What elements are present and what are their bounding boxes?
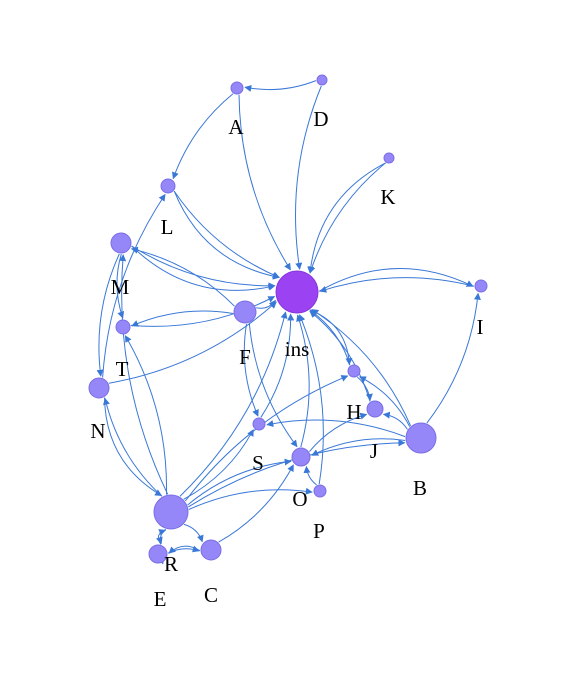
- edge-ins-to-I: [318, 267, 474, 292]
- node-label-s: S: [252, 451, 264, 475]
- node-j: [347, 364, 361, 378]
- edge-K-to-ins: [308, 162, 386, 274]
- edge-layer: [96, 80, 481, 565]
- node-c: [200, 539, 222, 561]
- node-r: [148, 544, 168, 564]
- node-d: [316, 74, 328, 86]
- node-label-k: K: [380, 185, 395, 209]
- edge-S-to-ins: [260, 313, 295, 418]
- edge-O-to-ins: [296, 314, 310, 448]
- edge-Q-to-C: [183, 523, 204, 543]
- edge-Q-to-O: [187, 458, 292, 506]
- edge-B-to-H: [382, 411, 408, 430]
- edge-R-to-Q: [157, 529, 167, 545]
- edge-Q-to-S: [183, 429, 254, 500]
- node-b: [405, 422, 437, 454]
- edge-P-to-O: [303, 465, 317, 486]
- edge-J-to-ins: [309, 310, 351, 366]
- edge-M-to-N: [96, 253, 120, 377]
- edge-Q-to-N: [103, 397, 163, 497]
- edge-L-to-ins: [173, 190, 280, 279]
- node-m: [110, 232, 132, 254]
- edge-H-to-ins: [309, 310, 371, 402]
- label-layer: ins A D K L M I T F N HJ S B OP R C E: [90, 107, 483, 611]
- node-label-n: N: [90, 419, 105, 443]
- edge-ins-to-J: [309, 309, 353, 366]
- edge-B-to-O: [311, 438, 406, 456]
- edge-F-to-O: [248, 323, 298, 448]
- node-t: [115, 319, 131, 335]
- node-label-r: R: [164, 552, 178, 576]
- node-label-c: C: [204, 583, 218, 607]
- edge-P-to-ins: [298, 314, 324, 485]
- node-label-h: H: [346, 400, 361, 424]
- node-h: [366, 400, 384, 418]
- edge-D-to-A: [244, 80, 317, 92]
- edge-A-to-L: [172, 93, 234, 180]
- edge-F-to-T: [131, 310, 234, 327]
- node-ins: [275, 270, 319, 314]
- node-o: [291, 447, 311, 467]
- edge-C-to-R: [168, 545, 201, 554]
- node-label-j: J: [370, 439, 378, 463]
- edge-B-to-J: [359, 376, 411, 427]
- node-k: [383, 152, 395, 164]
- edge-Q-to-P: [188, 487, 313, 510]
- edge-B-to-S: [266, 419, 406, 438]
- edge-I-to-ins: [319, 277, 475, 293]
- node-label-i: I: [477, 315, 484, 339]
- node-n: [88, 377, 110, 399]
- node-label-d: D: [313, 107, 328, 131]
- node-label-ins: ins: [285, 337, 310, 361]
- edge-D-to-ins: [295, 85, 322, 270]
- node-label-p: P: [313, 519, 325, 543]
- node-s: [252, 417, 266, 431]
- node-label-f: F: [239, 345, 251, 369]
- node-layer: [88, 74, 488, 564]
- edge-Q-to-T: [124, 335, 168, 495]
- node-f: [233, 300, 257, 324]
- edge-F-to-M: [130, 246, 235, 307]
- edge-O-to-H: [309, 412, 368, 452]
- node-label-l: L: [161, 215, 174, 239]
- edge-Q-to-ins: [179, 311, 288, 497]
- node-l: [160, 178, 176, 194]
- node-a: [230, 81, 244, 95]
- edge-Q-to-M: [119, 254, 169, 495]
- edge-J-to-H: [357, 376, 373, 401]
- node-label-a: A: [228, 115, 244, 139]
- edge-M-to-ins: [131, 245, 276, 290]
- edge-A-to-ins: [238, 94, 291, 271]
- node-label-m: M: [111, 275, 130, 299]
- edge-K-to-ins: [307, 162, 386, 274]
- edge-T-to-ins: [130, 296, 276, 327]
- edge-B-to-ins: [311, 309, 412, 426]
- edge-F-to-S: [243, 323, 259, 417]
- edge-M-to-ins: [131, 245, 276, 291]
- edge-N-to-Q: [104, 397, 163, 497]
- node-label-t: T: [116, 357, 129, 381]
- node-label-o: O: [292, 487, 307, 511]
- edge-C-to-O: [218, 464, 294, 543]
- node-label-e: E: [154, 587, 167, 611]
- node-p: [313, 484, 327, 498]
- edge-B-to-I: [426, 292, 481, 424]
- node-i: [474, 279, 488, 293]
- edge-N-to-ins: [108, 301, 277, 384]
- node-q: [153, 494, 189, 530]
- node-label-b: B: [413, 476, 427, 500]
- edge-L-to-ins: [173, 190, 280, 280]
